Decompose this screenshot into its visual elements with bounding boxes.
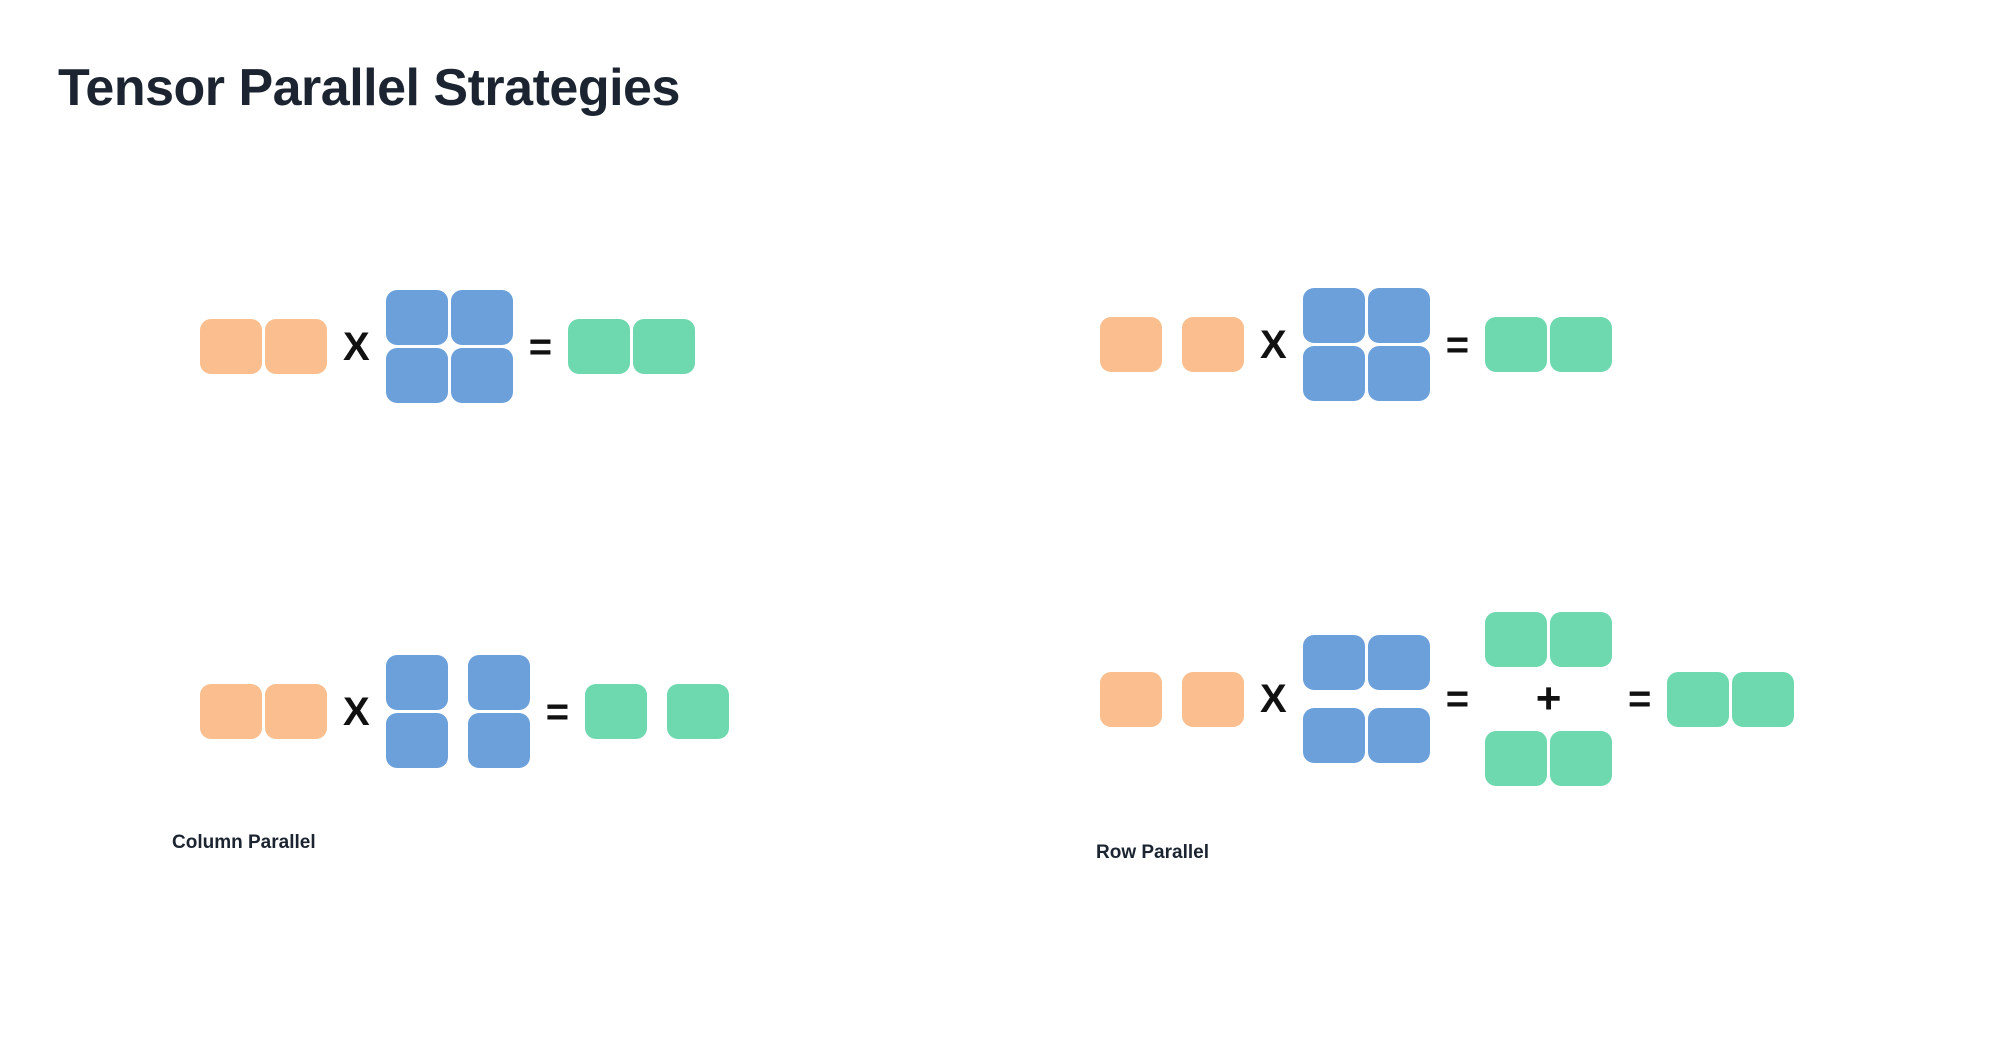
matrix-cell-green <box>1485 612 1548 667</box>
matrix-row <box>1485 317 1613 372</box>
matrix-cell-blue <box>385 290 448 345</box>
matrix-cell-blue <box>1367 288 1430 343</box>
matrix-output-green <box>568 319 696 374</box>
matrix-cell-blue <box>1302 346 1365 401</box>
matrix-cell-blue <box>467 655 530 710</box>
matrix-input-orange <box>200 684 327 739</box>
matrix-cell-blue <box>1367 708 1430 763</box>
matrix-row <box>200 319 327 374</box>
matrix-row <box>1100 671 1244 727</box>
diagram-row-parallel-sharded: X = + = <box>1100 612 1795 786</box>
matrix-cell-blue <box>1302 288 1365 343</box>
matrix-cell-blue <box>450 290 513 345</box>
section-label-row-parallel: Row Parallel <box>1096 842 1209 863</box>
matrix-cell-orange <box>200 684 262 739</box>
operator-plus: + <box>1535 674 1562 723</box>
matrix-cell-green <box>1485 317 1548 372</box>
matrix-cell-blue <box>385 655 448 710</box>
matrix-cell-green <box>1732 671 1795 727</box>
matrix-cell-blue <box>1302 708 1365 763</box>
matrix-cell-blue <box>385 713 448 768</box>
matrix-cell-green <box>585 684 648 739</box>
operator-equals: = <box>528 324 553 369</box>
matrix-cell-green <box>1550 317 1613 372</box>
matrix-row <box>1302 708 1430 763</box>
matrix-input-orange-column-sharded <box>1100 317 1244 372</box>
matrix-row <box>585 684 730 739</box>
matrix-output-green-reduced <box>1667 671 1795 727</box>
matrix-row <box>1667 671 1795 727</box>
matrix-row <box>200 684 327 739</box>
matrix-input-orange <box>200 319 327 374</box>
matrix-partial-output-green <box>1485 731 1613 786</box>
matrix-cell-blue <box>385 348 448 403</box>
operator-multiply: X <box>343 324 370 369</box>
section-label-column-parallel: Column Parallel <box>172 832 316 853</box>
matrix-cell-blue <box>467 713 530 768</box>
matrix-weight-blue <box>1302 288 1430 401</box>
matrix-cell-green <box>633 319 696 374</box>
matrix-cell-green <box>1550 731 1613 786</box>
operator-multiply: X <box>1260 677 1287 721</box>
matrix-cell-green <box>568 319 631 374</box>
matrix-row <box>1485 612 1613 667</box>
diagram-column-parallel-sharded: X = <box>200 655 730 768</box>
operator-equals: = <box>1445 677 1470 721</box>
page-title: Tensor Parallel Strategies <box>58 59 680 117</box>
matrix-row <box>385 290 513 345</box>
matrix-row <box>1302 635 1430 690</box>
matrix-cell-orange <box>1182 317 1244 372</box>
operator-equals: = <box>545 689 570 734</box>
operator-equals: = <box>1628 677 1652 721</box>
matrix-cell-green <box>1667 671 1730 727</box>
matrix-output-green <box>1485 317 1613 372</box>
operator-multiply: X <box>343 689 370 734</box>
matrix-row <box>1485 731 1613 786</box>
diagram-column-parallel-unsharded: X = <box>200 290 696 403</box>
matrix-row <box>1100 317 1244 372</box>
matrix-cell-green <box>1485 731 1548 786</box>
matrix-row <box>385 348 513 403</box>
diagram-row-parallel-unsharded: X = <box>1100 288 1613 401</box>
matrix-row <box>568 319 696 374</box>
matrix-weight-blue-column-sharded <box>385 655 530 768</box>
operator-multiply: X <box>1260 322 1287 367</box>
matrix-weight-blue-row-sharded <box>1302 635 1430 763</box>
matrix-row <box>1302 288 1430 343</box>
matrix-input-orange-column-sharded <box>1100 671 1244 727</box>
matrix-partial-output-green <box>1485 612 1613 667</box>
matrix-output-green-column-sharded <box>585 684 730 739</box>
matrix-row <box>385 713 530 768</box>
matrix-cell-orange <box>200 319 262 374</box>
operator-equals: = <box>1445 322 1470 367</box>
matrix-cell-orange <box>265 684 327 739</box>
matrix-cell-green <box>1550 612 1613 667</box>
matrix-row <box>1302 346 1430 401</box>
matrix-cell-orange <box>265 319 327 374</box>
partial-sum-group: + <box>1485 612 1613 786</box>
matrix-cell-orange <box>1100 671 1162 727</box>
matrix-row <box>385 655 530 710</box>
matrix-weight-blue <box>385 290 513 403</box>
matrix-cell-orange <box>1100 317 1162 372</box>
matrix-cell-blue <box>1367 635 1430 690</box>
matrix-cell-blue <box>450 348 513 403</box>
matrix-cell-orange <box>1182 671 1244 727</box>
matrix-cell-blue <box>1302 635 1365 690</box>
matrix-cell-green <box>667 684 730 739</box>
matrix-cell-blue <box>1367 346 1430 401</box>
